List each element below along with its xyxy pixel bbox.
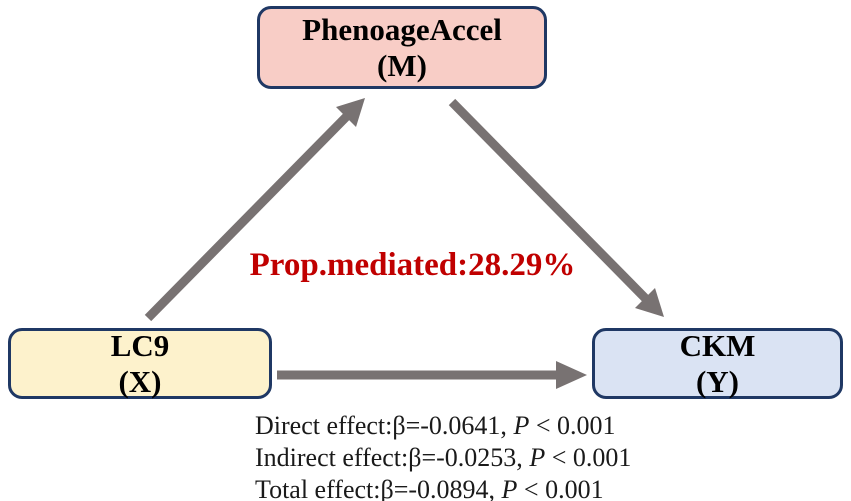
mediator-label: PhenoageAccel	[302, 11, 502, 47]
direct-effect-line: Direct effect:β=-0.0641, P < 0.001	[255, 411, 616, 440]
total-effect-line: Total effect:β=-0.0894, P < 0.001	[255, 475, 604, 501]
arrow-x-to-y	[277, 361, 587, 389]
exposure-box: LC9 (X)	[8, 328, 272, 399]
mediator-role: (M)	[377, 47, 427, 83]
exposure-label: LC9	[110, 327, 170, 363]
indirect-effect-line: Indirect effect:β=-0.0253, P < 0.001	[255, 443, 632, 472]
outcome-box: CKM (Y)	[592, 328, 843, 399]
mediator-box: PhenoageAccel (M)	[257, 6, 547, 89]
outcome-label: CKM	[679, 327, 756, 363]
proportion-mediated-label: Prop.mediated:28.29%	[249, 247, 576, 283]
exposure-role: (X)	[118, 363, 162, 399]
arrow-x-to-m	[144, 98, 365, 322]
arrow-m-to-y	[448, 98, 664, 317]
effect-stats-block: Direct effect:β=-0.0641, P < 0.001 Indir…	[255, 410, 631, 501]
outcome-role: (Y)	[695, 363, 740, 399]
